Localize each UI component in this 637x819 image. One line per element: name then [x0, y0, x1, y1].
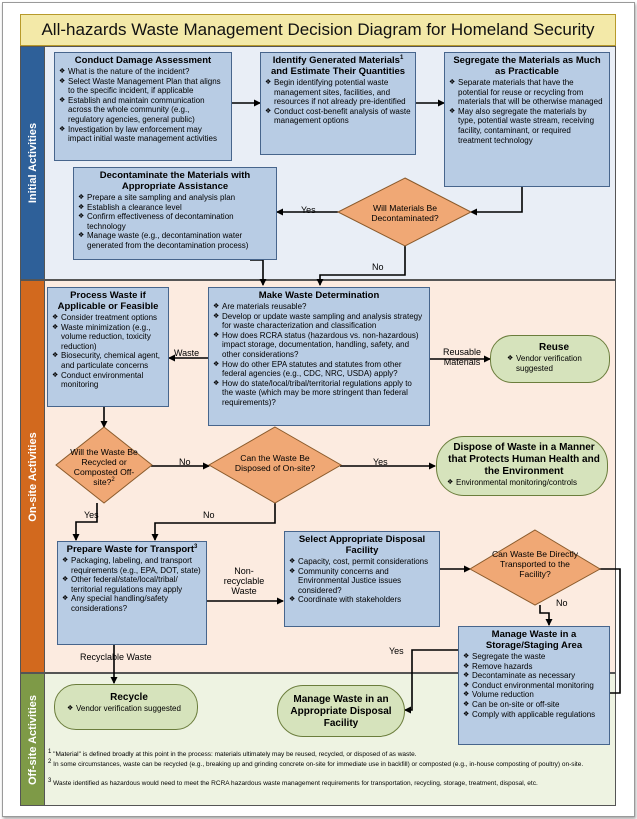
- storage-area-box: Manage Waste in a Storage/Staging Area S…: [458, 626, 610, 745]
- recycle-oval: Recycle Vendor verification suggested: [54, 684, 198, 730]
- arrow-onsite-prepare: [151, 503, 276, 541]
- list-item: How do state/local/tribal/territorial re…: [213, 379, 425, 408]
- label-recyclable-waste: Recyclable Waste: [80, 652, 152, 662]
- list-item: Comply with applicable regulations: [463, 710, 605, 720]
- list-item: How do other EPA statutes and statutes f…: [213, 360, 425, 379]
- list-item: Vendor verification suggested: [67, 704, 191, 714]
- label-non-recyclable-waste: Non-recyclable Waste: [223, 566, 265, 596]
- footnote-2: 2 In some circumstances, waste can be re…: [48, 758, 584, 768]
- select-facility-box: Select Appropriate Disposal Facility Cap…: [284, 531, 440, 627]
- process-waste-box: Process Waste if Applicable or Feasible …: [47, 287, 169, 407]
- disposal-facility-title: Manage Waste in an Appropriate Disposal …: [290, 694, 392, 729]
- arrow-segregate-decision: [470, 187, 523, 216]
- list-item: Any special handling/safety consideratio…: [62, 594, 202, 613]
- process-waste-title: Process Waste if Applicable or Feasible: [57, 290, 159, 312]
- label-waste: Waste: [174, 348, 200, 358]
- dispose-oval: Dispose of Waste in a Manner that Protec…: [436, 436, 608, 496]
- footnote-1: 1 "Material" is defined broadly at this …: [48, 748, 417, 758]
- list-item: Confirm effectiveness of decontamination…: [78, 212, 272, 231]
- lane-initial-tab: Initial Activities: [20, 46, 45, 280]
- list-item: Separate materials that have the potenti…: [449, 78, 605, 107]
- list-item: Prepare a site sampling and analysis pla…: [78, 193, 272, 203]
- list-item: Can be on-site or off-site: [463, 700, 605, 710]
- prepare-transport-box: Prepare Waste for Transport3 Packaging, …: [57, 541, 207, 645]
- lane-offsite-tab: Off-site Activities: [20, 673, 45, 806]
- list-item: Remove hazards: [463, 662, 605, 672]
- list-item: Volume reduction: [463, 690, 605, 700]
- list-item: Waste minimization (e.g., volume reducti…: [52, 323, 164, 352]
- label-yes-decon: Yes: [301, 205, 316, 215]
- list-item: Conduct environmental monitoring: [463, 681, 605, 691]
- waste-determination-box: Make Waste Determination Are materials r…: [208, 287, 430, 426]
- decontaminate-box: Decontaminate the Materials with Appropr…: [73, 167, 277, 260]
- segregate-materials-box: Segregate the Materials as Much as Pract…: [444, 52, 610, 187]
- list-item: Establish and maintain communication acr…: [59, 96, 227, 125]
- list-item: Packaging, labeling, and transport requi…: [62, 556, 202, 575]
- list-item: Coordinate with stakeholders: [289, 595, 435, 605]
- list-item: May also segregate the materials by type…: [449, 107, 605, 145]
- list-item: Vendor verification suggested: [507, 354, 601, 373]
- list-item: Manage waste (e.g., decontamination wate…: [78, 231, 272, 250]
- list-item: Decontaminate as necessary: [463, 671, 605, 681]
- reuse-oval: Reuse Vendor verification suggested: [490, 335, 610, 383]
- lane-onsite-tab: On-site Activities: [20, 280, 45, 673]
- list-item: Begin identifying potential waste manage…: [265, 78, 411, 107]
- arrow-decon-determine: [250, 259, 267, 286]
- label-no-decon: No: [372, 262, 384, 272]
- label-no-recycled: No: [179, 457, 191, 467]
- list-item: Segregate the waste: [463, 652, 605, 662]
- arrow-recycled-prepare: [72, 503, 98, 541]
- list-item: Community concerns and Environmental Jus…: [289, 567, 435, 596]
- list-item: Conduct cost-benefit analysis of waste m…: [265, 107, 411, 126]
- decision-decontaminated: Will Materials Be Decontaminated?: [371, 203, 439, 223]
- arrow-decision-determine: [316, 245, 406, 286]
- damage-assessment-box: Conduct Damage Assessment What is the na…: [54, 52, 232, 161]
- label-reusable-materials: Reusable Materials: [442, 347, 482, 367]
- list-item: How does RCRA status (hazardous vs. non-…: [213, 331, 425, 360]
- label-no-transported: No: [556, 598, 568, 608]
- list-item: Conduct environmental monitoring: [52, 371, 164, 390]
- list-item: Establish a clearance level: [78, 203, 272, 213]
- list-item: Are materials reusable?: [213, 302, 425, 312]
- list-item: Capacity, cost, permit considerations: [289, 557, 435, 567]
- decontaminate-title: Decontaminate the Materials with Appropr…: [99, 170, 251, 192]
- segregate-materials-title: Segregate the Materials as Much as Pract…: [453, 55, 601, 77]
- dispose-title: Dispose of Waste in a Manner that Protec…: [448, 442, 600, 477]
- decision-recycled: Will the Waste Be Recycled or Composted …: [70, 447, 138, 487]
- list-item: What is the nature of the incident?: [59, 67, 227, 77]
- disposal-facility-oval: Manage Waste in an Appropriate Disposal …: [277, 685, 405, 737]
- prepare-transport-title: Prepare Waste for Transport3: [66, 543, 198, 555]
- storage-area-title: Manage Waste in a Storage/Staging Area: [485, 629, 583, 651]
- damage-assessment-title: Conduct Damage Assessment: [74, 55, 212, 66]
- label-yes-onsite: Yes: [373, 457, 388, 467]
- list-item: Develop or update waste sampling and ana…: [213, 312, 425, 331]
- list-item: Select Waste Management Plan that aligns…: [59, 77, 227, 96]
- waste-determination-title: Make Waste Determination: [258, 290, 380, 301]
- decision-transported: Can Waste Be Directly Transported to the…: [491, 549, 579, 579]
- list-item: Investigation by law enforcement may imp…: [59, 125, 227, 144]
- list-item: Environmental monitoring/controls: [447, 478, 601, 488]
- recycle-title: Recycle: [110, 692, 148, 703]
- label-yes-recycled: Yes: [84, 510, 99, 520]
- label-yes-storage: Yes: [389, 646, 404, 656]
- label-no-onsite: No: [203, 510, 215, 520]
- reuse-title: Reuse: [538, 342, 569, 353]
- arrow-storage-facility: [404, 649, 458, 714]
- footnote-3: 3 Waste identified as hazardous would ne…: [48, 777, 538, 787]
- list-item: Other federal/state/local/tribal/ territ…: [62, 575, 202, 594]
- list-item: Biosecurity, chemical agent, and particu…: [52, 351, 164, 370]
- select-facility-title: Select Appropriate Disposal Facility: [298, 534, 426, 556]
- list-item: Consider treatment options: [52, 313, 164, 323]
- decision-onsite: Can the Waste Be Disposed of On-site?: [234, 453, 316, 473]
- arrow-transported-storage: [539, 605, 553, 626]
